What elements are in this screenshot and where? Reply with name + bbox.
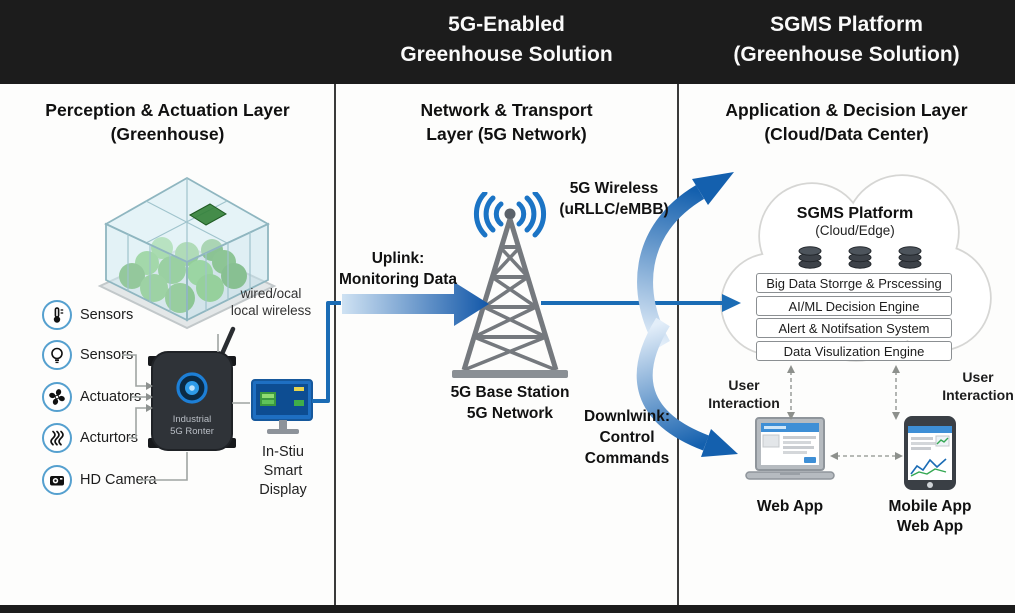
router-label-line2: 5G Ronter	[170, 426, 214, 437]
device-label: HD Camera	[80, 472, 157, 488]
header-title-middle: 5G-Enabled Greenhouse Solution	[335, 10, 678, 70]
database-icon	[798, 246, 822, 269]
header-title-middle-line2: Greenhouse Solution	[400, 43, 613, 66]
perception-layer-heading-line1: Perception & Actuation Layer	[45, 100, 290, 120]
mobile-app-label: Mobile App Web App	[885, 497, 975, 537]
5g-base-station-tower	[452, 192, 568, 378]
tower-lattice	[461, 218, 559, 372]
uplink-label-line2: Monitoring Data	[339, 271, 457, 288]
header-title-right-line2: (Greenhouse Solution)	[733, 43, 960, 66]
module-alert: Alert & Notifsation System	[756, 318, 952, 338]
column-divider-right	[677, 84, 679, 605]
bulb-icon	[51, 347, 63, 364]
database-icons	[798, 246, 922, 269]
uplink-label-line1: Uplink:	[371, 250, 425, 267]
fan-actuator-item	[42, 382, 72, 412]
network-layer-heading-line2: Layer (5G Network)	[426, 124, 587, 144]
database-icon	[898, 246, 922, 269]
hd-camera-item	[42, 465, 72, 495]
router-antenna	[219, 326, 236, 357]
downlink-label-line1: Downlwink:	[583, 408, 671, 425]
base-station-label-line2: 5G Network	[466, 405, 554, 422]
user-interaction-left: User Interaction	[706, 376, 782, 412]
link-note: wired/ocal local wireless	[208, 285, 334, 319]
smart-display-label-line1: In-Stiu	[262, 444, 304, 460]
wireless-tech-label: 5G Wireless (uRLLC/eMBB)	[545, 178, 683, 220]
industrial-router	[148, 326, 236, 451]
user-interaction-left-line1: User	[728, 377, 760, 393]
module-visualization: Data Visulization Engine	[756, 341, 952, 361]
device-label: Sensors	[80, 347, 134, 363]
router-label-line1: Industrial	[172, 414, 212, 425]
heater-icon	[50, 430, 64, 446]
perception-layer-heading-line2: (Greenhouse)	[110, 124, 225, 144]
router-label: Industrial 5G Ronter	[146, 414, 238, 438]
downlink-curved-arrowhead	[701, 429, 738, 457]
glass-walls	[105, 222, 269, 322]
network-layer-heading: Network & Transport Layer (5G Network)	[335, 98, 678, 146]
link-note-line1: wired/ocal	[240, 286, 302, 301]
camera-icon	[50, 476, 64, 486]
uplink-label: Uplink: Monitoring Data	[331, 248, 465, 290]
application-layer-heading-line2: (Cloud/Data Center)	[764, 124, 929, 144]
module-big-data: Big Data Storrge & Prscessing	[756, 273, 952, 293]
module-ai-ml: AI/ML Decision Engine	[756, 296, 952, 316]
header-title-middle-line1: 5G-Enabled	[448, 13, 565, 36]
platform-subtitle: (Cloud/Edge)	[815, 223, 895, 238]
smart-display-label-line2: Smart Display	[259, 463, 307, 498]
column-divider-left	[334, 84, 336, 605]
mobile-app-label-line1: Mobile App	[888, 498, 972, 515]
footer-bar	[0, 605, 1015, 613]
wireless-signal-icon	[473, 192, 547, 238]
database-icon	[848, 246, 872, 269]
greenhouse-illustration	[97, 176, 277, 330]
downlink-label-line3: Commands	[584, 450, 670, 467]
user-interaction-right: User Interaction	[940, 368, 1015, 404]
base-station-label-line1: 5G Base Station	[450, 384, 570, 401]
fan-icon	[49, 389, 65, 405]
user-interaction-right-line2: Interaction	[942, 387, 1014, 403]
downlink-label-line2: Control	[599, 429, 655, 446]
thermometer-icon	[53, 307, 64, 323]
base-station-label: 5G Base Station 5G Network	[420, 382, 600, 424]
web-app-laptop	[745, 417, 835, 480]
user-interaction-right-line1: User	[962, 369, 994, 385]
device-label: Sensors	[80, 307, 134, 323]
device-label: Acturtors	[80, 430, 139, 446]
bulb-sensor-item	[42, 340, 72, 370]
header-bar: 5G-Enabled Greenhouse Solution SGMS Plat…	[0, 0, 1015, 84]
thermometer-sensor-item	[42, 300, 72, 330]
device-label: Actuators	[80, 389, 142, 405]
platform-title-block: SGMS Platform (Cloud/Edge)	[760, 205, 950, 238]
mobile-app-phone	[904, 416, 956, 490]
perception-layer-heading: Perception & Actuation Layer (Greenhouse…	[0, 98, 335, 146]
smart-display-monitor	[251, 379, 313, 434]
wireless-tech-label-line1: 5G Wireless	[569, 180, 659, 197]
heater-actuator-item	[42, 423, 72, 453]
wireless-tech-label-line2: (uRLLC/eMBB)	[559, 201, 669, 218]
header-title-right-line1: SGMS Platform	[770, 13, 923, 36]
platform-title: SGMS Platform	[796, 205, 914, 222]
network-layer-heading-line1: Network & Transport	[420, 100, 593, 120]
glass-roof	[104, 176, 270, 263]
web-app-label: Web App	[756, 498, 824, 515]
header-title-right: SGMS Platform (Greenhouse Solution)	[678, 10, 1015, 70]
link-note-line2: local wireless	[230, 303, 312, 318]
user-interaction-left-line2: Interaction	[708, 395, 780, 411]
smart-display-label: In-Stiu Smart Display	[238, 443, 328, 500]
application-layer-heading-line1: Application & Decision Layer	[725, 100, 968, 120]
application-layer-heading: Application & Decision Layer (Cloud/Data…	[678, 98, 1015, 146]
downlink-label: Downlwink: Control Commands	[570, 406, 684, 469]
mobile-app-label-line2: Web App	[896, 518, 964, 535]
